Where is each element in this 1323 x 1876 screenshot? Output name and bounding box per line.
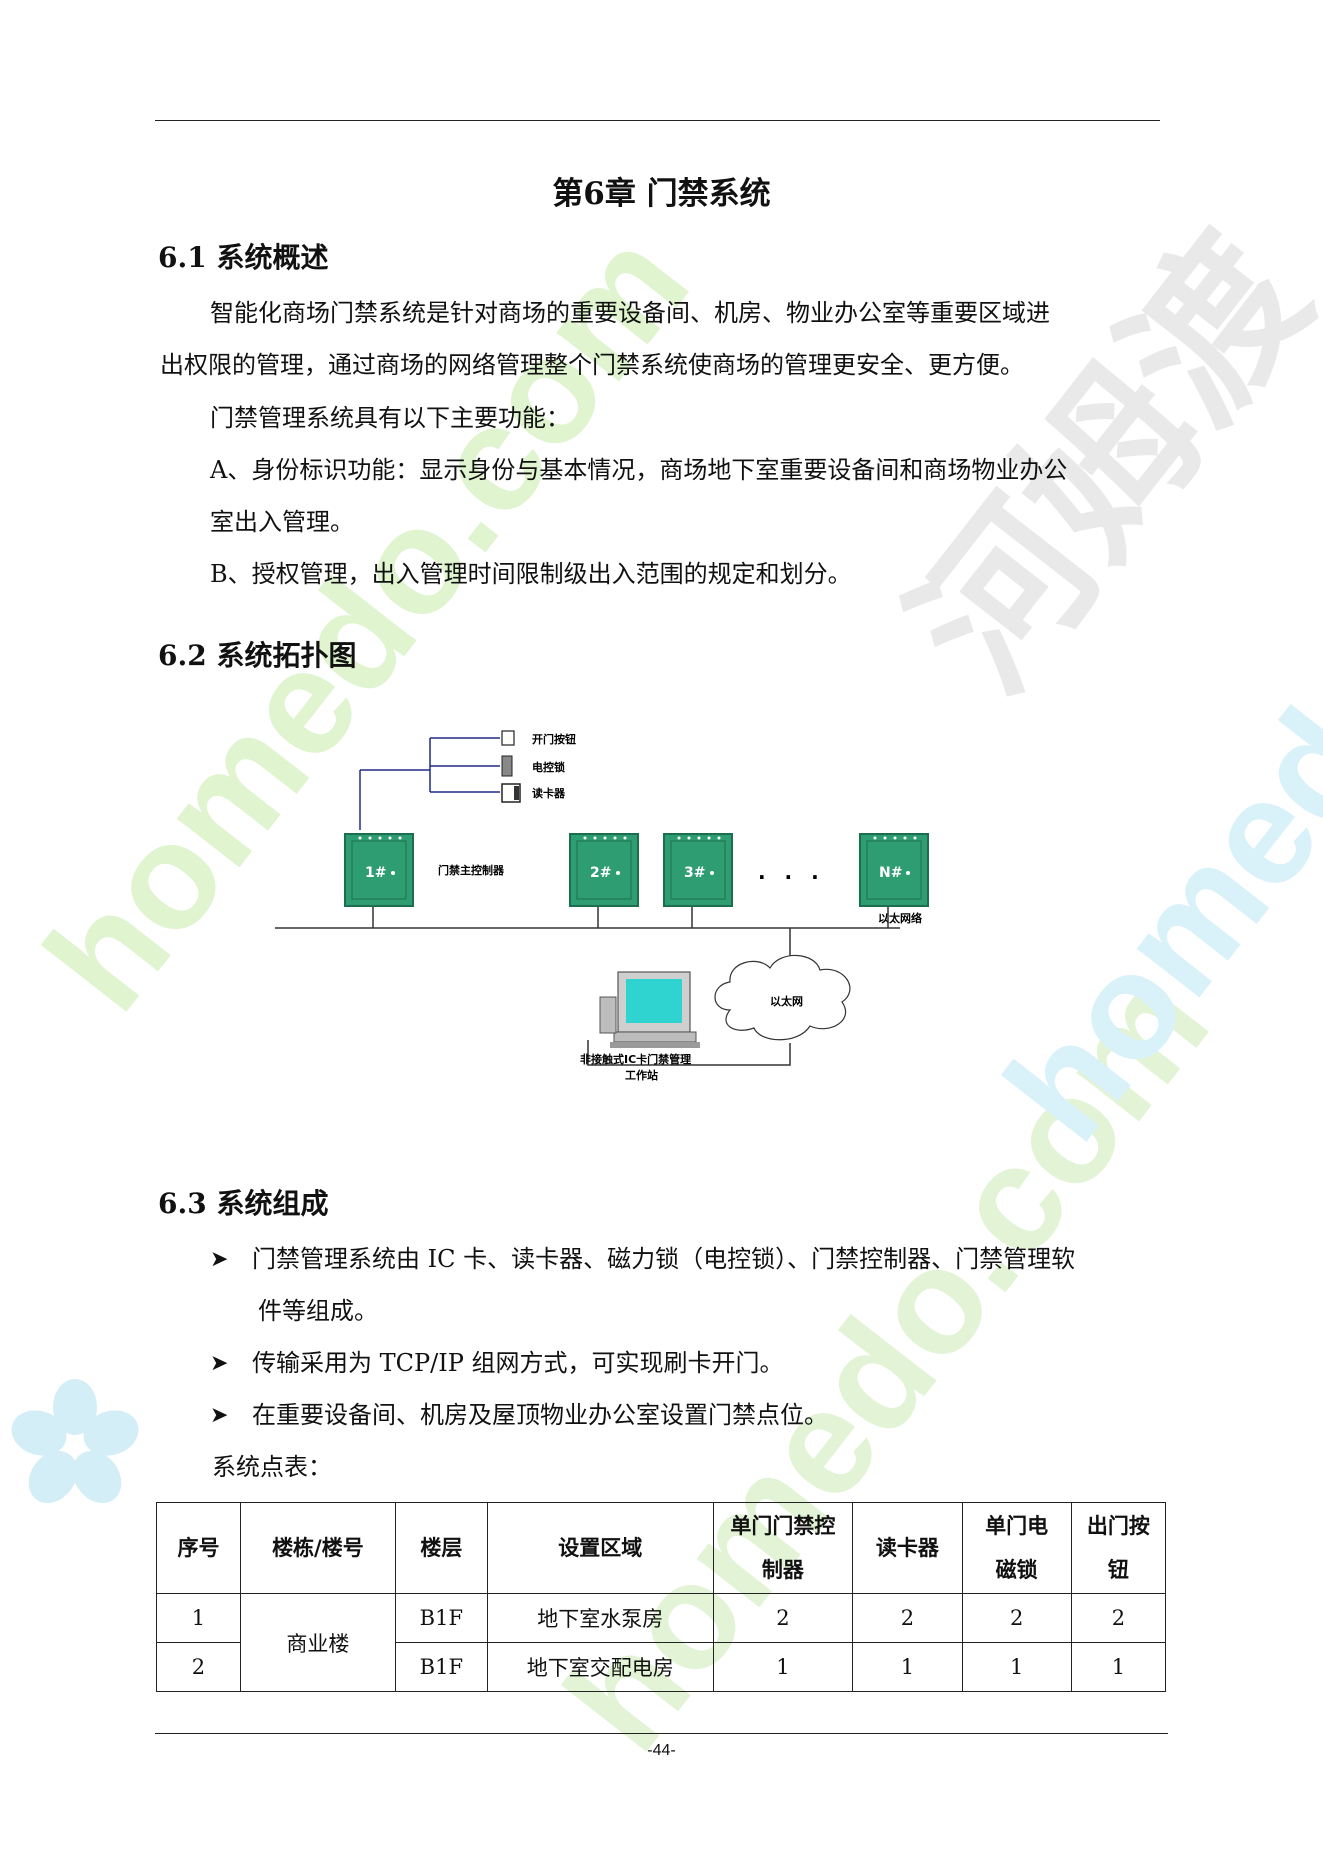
controller-3: 3#	[663, 833, 733, 928]
table-caption: 系统点表：	[212, 1453, 332, 1481]
header-area: 设置区域	[486, 1502, 714, 1594]
header-building: 楼栋/楼号	[239, 1502, 396, 1594]
system-points-table: 序号 楼栋/楼号 楼层 设置区域 单门门禁控制器 读卡器 单门电磁锁 出门按钮 …	[156, 1502, 1167, 1692]
cell-building: 商业楼	[239, 1593, 396, 1692]
workstation-link	[587, 1040, 791, 1066]
bullet-arrow-icon: ➤	[210, 1247, 229, 1272]
cell-floor: B1F	[394, 1593, 488, 1643]
table-row: 2 B1F 地下室交配电房 1 1 1 1	[156, 1642, 1167, 1692]
workstation-computer-icon	[599, 971, 700, 1048]
paragraph-line-6: B、授权管理，出入管理时间限制级出入范围的规定和划分。	[210, 560, 852, 588]
bullet-arrow-icon: ➤	[210, 1351, 229, 1376]
cell-lock: 1	[961, 1642, 1072, 1692]
paragraph-line-1: 智能化商场门禁系统是针对商场的重要设备间、机房、物业办公室等重要区域进	[210, 299, 1050, 327]
header-lock: 单门电磁锁	[961, 1502, 1072, 1594]
paragraph-line-5: 室出入管理。	[210, 508, 354, 536]
watermark-flower-icon	[11, 1379, 139, 1504]
header-reader: 读卡器	[852, 1502, 963, 1594]
card-reader-device: 读卡器	[501, 783, 566, 803]
device-wiring	[359, 737, 500, 830]
cell-area: 地下室水泵房	[486, 1593, 714, 1643]
cell-button: 1	[1070, 1642, 1167, 1692]
controller-2: 2#	[569, 833, 639, 928]
bullet-item-1-continued: 件等组成。	[258, 1297, 378, 1325]
section-heading-overview: 6.1 系统概述	[158, 241, 329, 274]
controller-n-label: N#	[879, 865, 902, 881]
ethernet-cloud-icon	[714, 954, 851, 1041]
workstation-label-line-2: 工作站	[625, 1068, 658, 1082]
controller-n: N#	[859, 833, 929, 928]
controller-2-label: 2#	[590, 865, 611, 881]
controller-1: 1#	[344, 833, 414, 928]
bullet-item-3: 在重要设备间、机房及屋顶物业办公室设置门禁点位。	[252, 1401, 828, 1429]
cell-button: 2	[1070, 1593, 1167, 1643]
cell-reader: 2	[852, 1593, 963, 1643]
controllers-ellipsis: · · ·	[758, 865, 825, 889]
device-label-electric-lock: 电控锁	[532, 760, 565, 774]
workstation-label-line-1: 非接触式IC卡门禁管理	[580, 1052, 691, 1066]
cell-controller: 1	[712, 1642, 854, 1692]
electric-lock-icon	[501, 755, 513, 777]
exit-button-icon	[501, 730, 515, 746]
cell-no: 1	[156, 1593, 241, 1643]
table-row: 1 商业楼 B1F 地下室水泵房 2 2 2 2	[156, 1593, 1167, 1692]
topology-svg: 开门按钮 电控锁 读卡器 以太网络 1# 门禁主控制器	[275, 730, 929, 1082]
controller-label: 门禁主控制器	[438, 863, 505, 877]
paragraph-line-2: 出权限的管理，通过商场的网络管理整个门禁系统使商场的管理更安全、更方便。	[160, 351, 1024, 379]
cell-reader: 1	[852, 1642, 963, 1692]
device-label-exit-button: 开门按钮	[532, 732, 576, 746]
header-rule	[155, 120, 1160, 121]
header-no: 序号	[156, 1502, 241, 1594]
header-button: 出门按钮	[1070, 1502, 1167, 1594]
section-heading-composition: 6.3 系统组成	[158, 1187, 329, 1220]
header-floor: 楼层	[394, 1502, 488, 1594]
paragraph-line-3: 门禁管理系统具有以下主要功能：	[210, 404, 570, 432]
cell-lock: 2	[961, 1593, 1072, 1643]
controller-3-label: 3#	[684, 865, 705, 881]
electric-lock-device: 电控锁	[501, 755, 565, 777]
cell-controller: 2	[712, 1593, 854, 1643]
topology-diagram: 开门按钮 电控锁 读卡器 以太网络 1# 门禁主控制器	[270, 710, 1050, 1090]
section-heading-topology: 6.2 系统拓扑图	[158, 639, 357, 672]
bus-label: 以太网络	[878, 911, 922, 925]
cell-area: 地下室交配电房	[486, 1642, 714, 1692]
cell-no: 2	[156, 1642, 241, 1692]
cloud-label: 以太网	[770, 994, 803, 1008]
paragraph-line-4: A、身份标识功能：显示身份与基本情况，商场地下室重要设备间和商场物业办公	[210, 456, 1068, 484]
page-number: -44-	[647, 1742, 676, 1759]
chapter-title: 第6章 门禁系统	[552, 176, 771, 212]
bullet-item-1: 门禁管理系统由 IC 卡、读卡器、磁力锁（电控锁）、门禁控制器、门禁管理软	[252, 1245, 1076, 1273]
footer-rule	[155, 1733, 1168, 1734]
cell-floor: B1F	[394, 1642, 488, 1692]
table-header-row: 序号 楼栋/楼号 楼层 设置区域 单门门禁控制器 读卡器 单门电磁锁 出门按钮	[156, 1502, 1167, 1594]
bullet-item-2: 传输采用为 TCP/IP 组网方式，可实现刷卡开门。	[252, 1349, 784, 1377]
device-label-card-reader: 读卡器	[532, 786, 566, 800]
header-controller: 单门门禁控制器	[712, 1502, 854, 1594]
controller-1-label: 1#	[365, 865, 386, 881]
card-reader-slot	[514, 786, 519, 800]
bullet-arrow-icon: ➤	[210, 1403, 229, 1428]
exit-button-device: 开门按钮	[501, 730, 576, 746]
